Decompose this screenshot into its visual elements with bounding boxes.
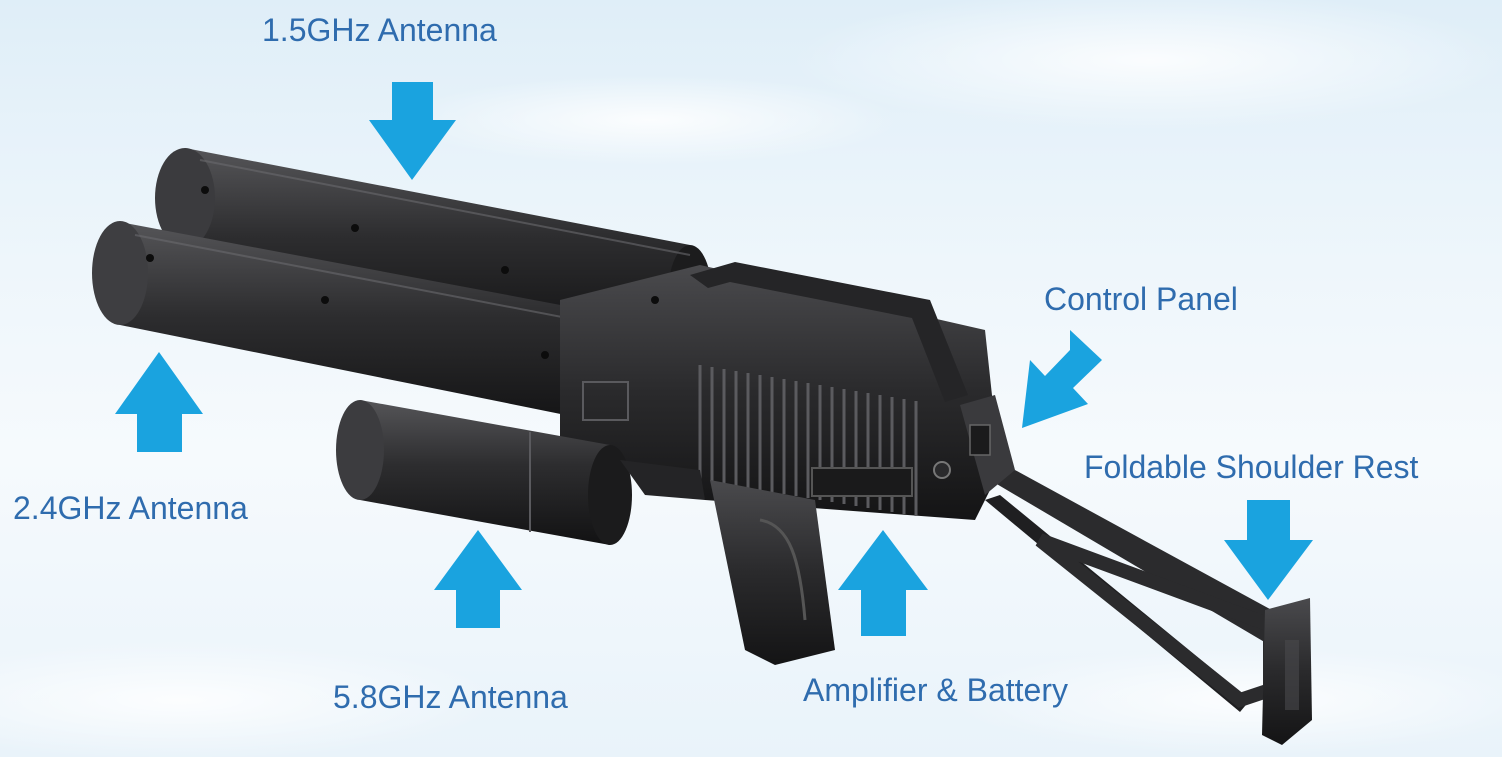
arrow-control-panel <box>1022 330 1102 428</box>
label-5-8ghz-antenna: 5.8GHz Antenna <box>333 679 568 715</box>
pistol-grip <box>620 460 835 665</box>
arrow-2-4ghz-antenna <box>115 352 203 452</box>
arrow-5-8ghz-antenna <box>434 530 522 628</box>
label-amplifier-battery: Amplifier & Battery <box>803 672 1068 708</box>
arrow-shoulder-rest <box>1224 500 1313 600</box>
heatsink-fins <box>698 365 918 516</box>
label-1-5ghz-antenna: 1.5GHz Antenna <box>262 12 497 48</box>
antenna-5-8ghz-tube <box>336 400 632 545</box>
antenna-2-4ghz-tube <box>92 221 641 430</box>
carrying-handle <box>690 262 968 402</box>
control-panel-unit <box>933 395 1015 495</box>
arrow-amplifier-battery <box>838 530 928 636</box>
shoulder-rest <box>985 470 1312 745</box>
arrow-1-5ghz-antenna <box>369 82 456 180</box>
receiver-body <box>541 265 1000 520</box>
label-2-4ghz-antenna: 2.4GHz Antenna <box>13 490 248 526</box>
label-foldable-shoulder-rest: Foldable Shoulder Rest <box>1084 449 1419 485</box>
label-control-panel: Control Panel <box>1044 281 1238 317</box>
